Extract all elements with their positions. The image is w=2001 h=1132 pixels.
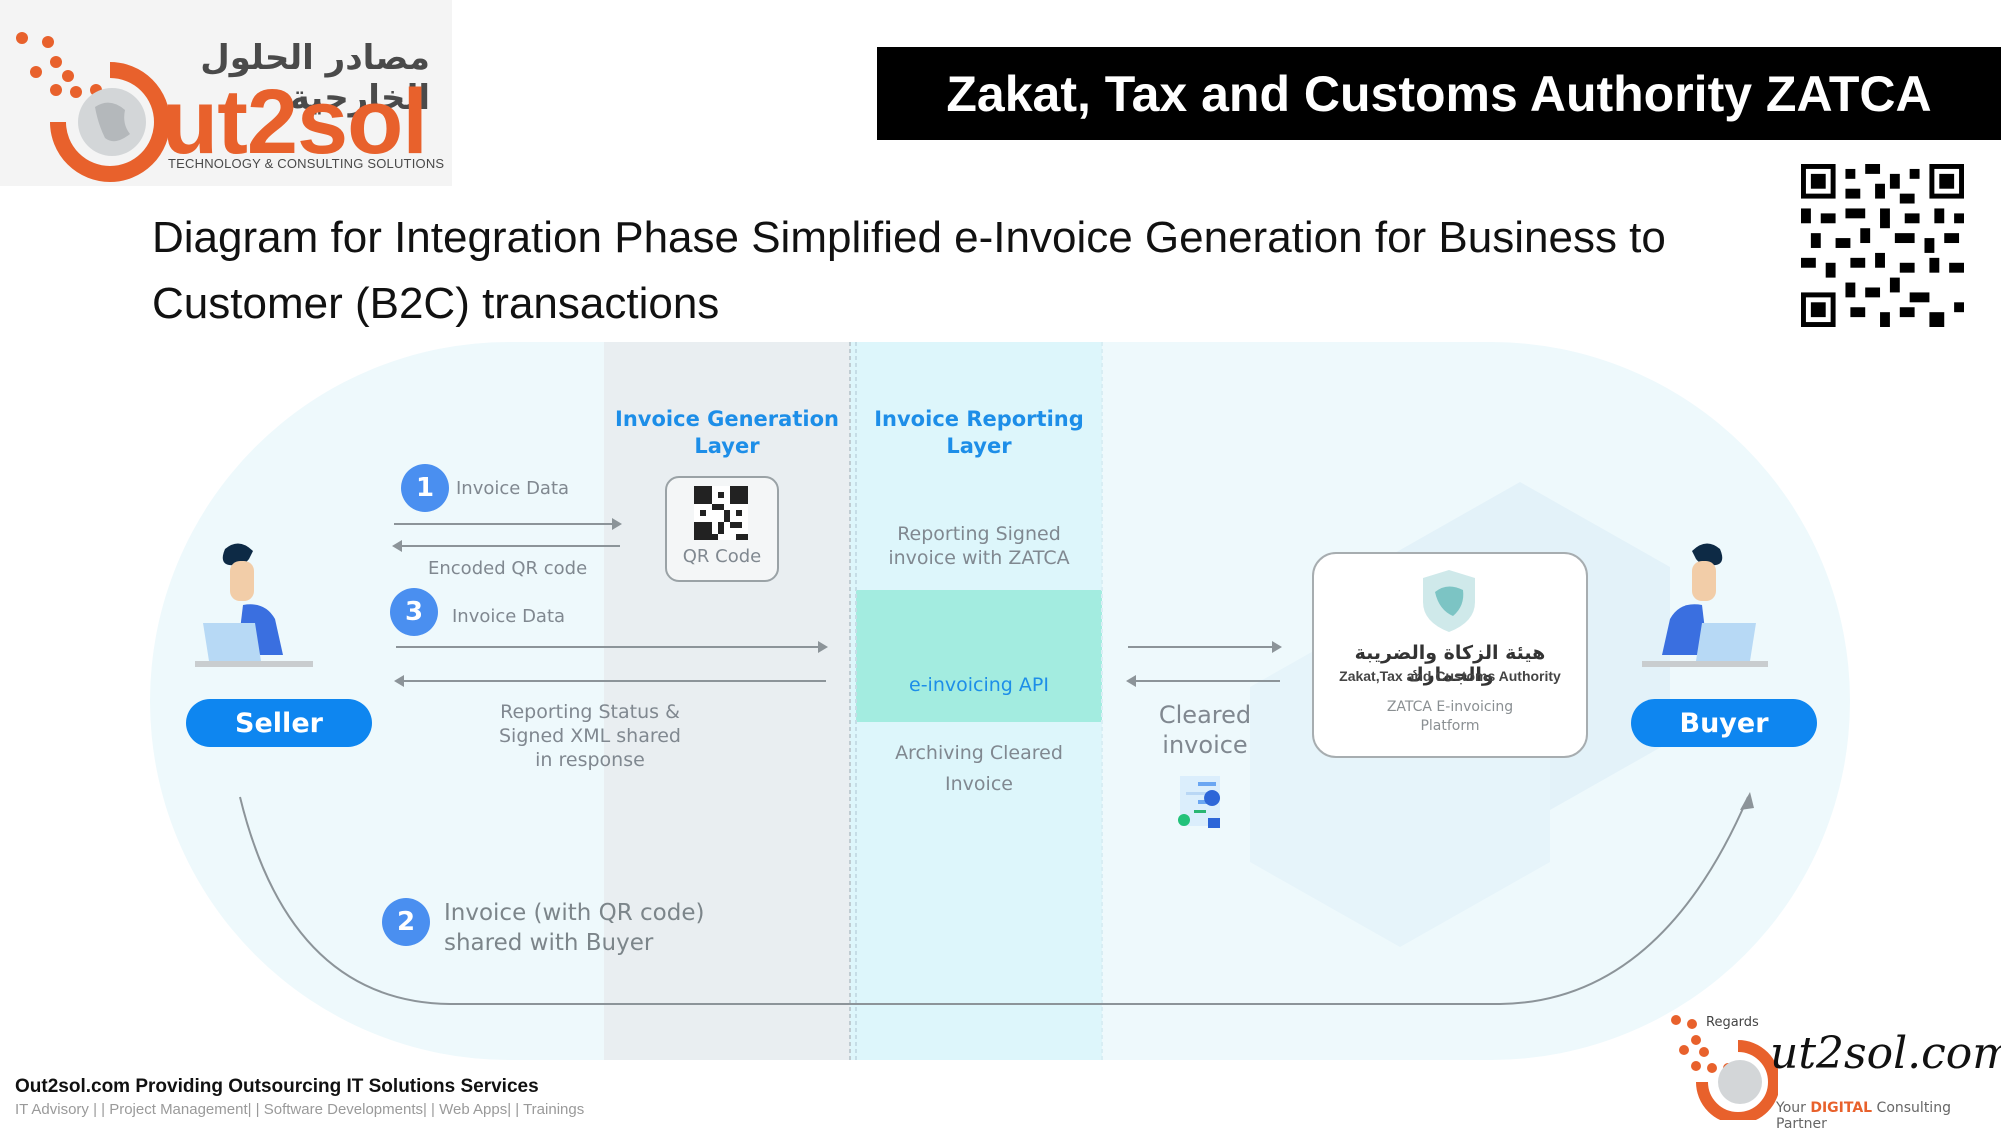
arrow-encoded-qr-back [392,540,620,552]
footer-title: Out2sol.com Providing Outsourcing IT Sol… [15,1076,539,1097]
zatca-english-name: Zakat,Tax and Customs Authority [1339,668,1561,684]
globe-o-icon [50,62,170,182]
arrow-from-zatca [1126,675,1280,687]
e-invoicing-api-label: e-invoicing API [909,674,1049,696]
invoice-generation-layer-title: Invoice Generation Layer [615,407,839,458]
invoice-reporting-layer-title: Invoice Reporting Layer [874,407,1084,458]
encoded-qr-label: Encoded QR code [428,558,588,579]
arrow-to-zatca [1128,641,1282,653]
zatca-shield-logo-icon [1423,570,1475,632]
step-3-label: Invoice Data [452,606,566,627]
qr-code-box: QR Code [665,476,779,582]
step-2-label: Invoice (with QR code) shared with Buyer [444,900,705,956]
cleared-invoice-document-icon [1178,776,1221,828]
logo-arabic-text: مصادر الحلول الخارجية [200,38,430,118]
qr-code-box-label: QR Code [682,546,762,567]
footer-services: IT Advisory | | Project Management| | So… [15,1101,585,1118]
header-title: Zakat, Tax and Customs Authority ZATCA [946,65,1932,122]
zatca-platform-label: ZATCA E-invoicing Platform [1386,699,1514,734]
reporting-status-label: Reporting Status & Signed XML shared in … [499,701,681,771]
buyer-person-icon [1642,543,1768,667]
logo-wordmark: Out2solut2sol [162,71,428,173]
company-logo [0,0,452,186]
arrow-invoice-data-to-qr [394,518,622,530]
diagram-background [150,342,1850,1060]
cleared-invoice-label: Cleared invoice [1158,701,1252,759]
reporting-signed-label: Reporting Signed invoice with ZATCA [888,523,1070,569]
step-3-badge: 3 [390,588,438,636]
logo-dots-icon [16,32,102,98]
step-1-label: Invoice Data [456,478,570,499]
archiving-label: Archiving Cleared Invoice [895,742,1063,795]
buyer-button[interactable]: Buyer [1631,699,1817,747]
integration-diagram: Invoice Generation Layer Invoice Reporti… [150,342,1850,1060]
zatca-arabic-name: هيئة الزكاة والضريبة والجمارك [1354,642,1546,686]
zatca-platform-box: هيئة الزكاة والضريبة والجمارك Zakat,Tax … [1312,552,1588,758]
slide-title: Diagram for Integration Phase Simplified… [152,213,1666,328]
seller-button[interactable]: Seller [186,699,372,747]
bottom-logo-globe-icon [1671,1015,1778,1120]
logo-tagline: TECHNOLOGY & CONSULTING SOLUTIONS [168,156,445,171]
step-1-badge: 1 [401,464,449,512]
seller-person-icon [195,543,313,667]
arrow-reporting-status-back [394,675,826,687]
step-2-badge: 2 [382,898,430,946]
regards-label: Regards [1706,1015,1759,1030]
arrow-invoice-data-to-api [396,641,828,653]
qr-glyph-icon [694,486,748,540]
qr-code-icon [1801,164,1964,327]
bottom-brand-tagline: Your DIGITAL Consulting Partner [1776,1100,1951,1132]
header-title-bar: Zakat, Tax and Customs Authority ZATCA [877,47,2001,140]
bottom-brand-wordmark: Out2sol.comut2sol.com [1770,1028,2001,1079]
